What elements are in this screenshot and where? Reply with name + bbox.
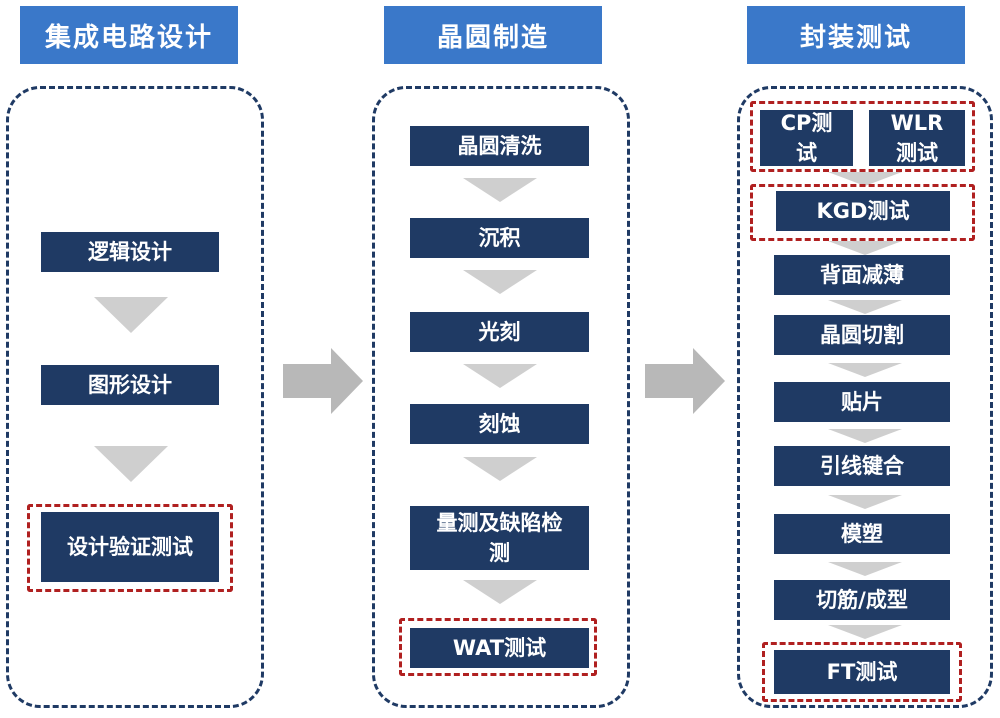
down-arrow-icon	[828, 241, 902, 255]
stage-arrow-1	[283, 348, 363, 414]
down-arrow-icon	[463, 364, 537, 388]
down-arrow-icon	[828, 363, 902, 377]
highlight-box-kgd-test	[750, 184, 975, 241]
arrow-right-icon	[645, 348, 725, 414]
step-metrology-defect-inspection: 量测及缺陷检测	[410, 506, 589, 570]
step-ft-test: FT测试	[774, 650, 950, 694]
step-wat-test: WAT测试	[410, 628, 589, 668]
step-wlr-test: WLR测试	[869, 110, 965, 166]
step-wafer-dicing: 晶圆切割	[774, 315, 950, 355]
step-layout-design: 图形设计	[41, 365, 219, 405]
highlight-box-cp-wlr	[750, 101, 975, 172]
step-logic-design: 逻辑设计	[41, 232, 219, 272]
down-arrow-icon	[828, 172, 902, 186]
highlight-box-design-verification	[27, 504, 233, 592]
step-cp-test: CP测试	[760, 110, 853, 166]
stage-column-design	[6, 86, 264, 708]
step-etching: 刻蚀	[410, 404, 589, 444]
down-arrow-icon	[463, 457, 537, 481]
down-arrow-icon	[463, 270, 537, 294]
down-arrow-icon	[463, 178, 537, 202]
stage-arrow-2	[645, 348, 725, 414]
down-arrow-icon	[828, 429, 902, 443]
stage-column-fab	[372, 86, 630, 708]
highlight-box-ft-test	[762, 642, 962, 702]
step-backside-thinning: 背面减薄	[774, 255, 950, 295]
stage-header-package-test: 封装测试	[747, 6, 965, 64]
stage-header-fab: 晶圆制造	[384, 6, 602, 64]
down-arrow-icon	[828, 562, 902, 576]
step-kgd-test: KGD测试	[776, 191, 950, 231]
step-die-attach: 贴片	[774, 382, 950, 422]
stage-column-package-test	[737, 86, 993, 708]
step-wafer-cleaning: 晶圆清洗	[410, 126, 589, 166]
step-trim-form: 切筋/成型	[774, 580, 950, 620]
arrow-right-icon	[283, 348, 363, 414]
down-arrow-icon	[94, 446, 168, 482]
step-molding: 模塑	[774, 514, 950, 554]
down-arrow-icon	[828, 495, 902, 509]
down-arrow-icon	[94, 297, 168, 333]
down-arrow-icon	[463, 580, 537, 604]
down-arrow-icon	[828, 625, 902, 639]
down-arrow-icon	[828, 300, 902, 314]
stage-header-design: 集成电路设计	[20, 6, 238, 64]
step-wire-bonding: 引线键合	[774, 446, 950, 486]
step-design-verification-test: 设计验证测试	[41, 512, 219, 582]
step-lithography: 光刻	[410, 312, 589, 352]
highlight-box-wat-test	[399, 618, 597, 676]
step-deposition: 沉积	[410, 218, 589, 258]
